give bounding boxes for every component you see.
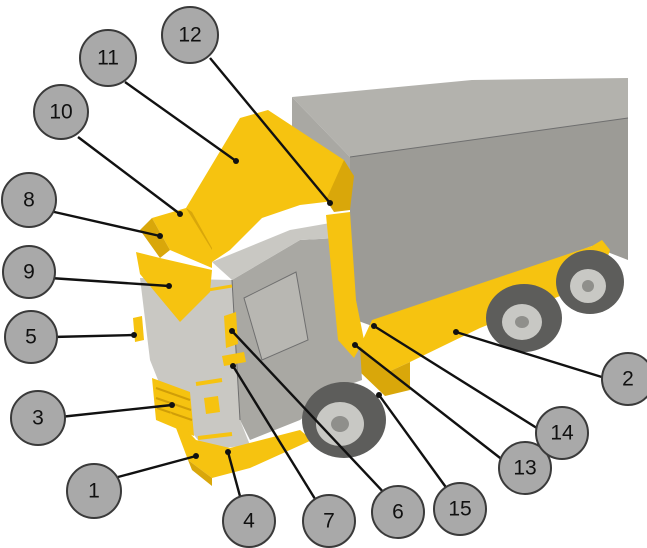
roof-side-deflector-12 xyxy=(326,160,354,212)
callout-5-label: 5 xyxy=(25,326,37,349)
callout-5: 5 xyxy=(4,310,58,364)
callout-11: 11 xyxy=(79,29,137,87)
callout-11-label: 11 xyxy=(97,47,119,70)
windshield xyxy=(212,222,338,280)
callout-7: 7 xyxy=(302,494,356,548)
cargo-box-side xyxy=(350,118,628,327)
front-bumper-1 xyxy=(170,412,312,486)
callout-12: 12 xyxy=(161,6,219,64)
callout-1-label: 1 xyxy=(88,480,100,503)
callout-2-label: 2 xyxy=(622,368,634,391)
callout-14: 14 xyxy=(535,406,589,460)
callout-7-label: 7 xyxy=(323,510,335,533)
callout-2: 2 xyxy=(601,352,647,406)
cab-front xyxy=(140,278,250,450)
door-window xyxy=(244,272,308,360)
callout-6: 6 xyxy=(371,485,425,539)
callout-1: 1 xyxy=(66,463,122,519)
leader-lines xyxy=(49,57,606,512)
callout-9: 9 xyxy=(2,245,56,299)
front-visor-9 xyxy=(136,252,212,322)
cargo-box-top xyxy=(292,78,628,157)
callout-10: 10 xyxy=(33,84,89,140)
callout-10-label: 10 xyxy=(49,101,72,124)
callout-15-label: 15 xyxy=(448,498,471,521)
callout-14-label: 14 xyxy=(550,422,574,445)
callout-3: 3 xyxy=(10,390,66,446)
rear-wheel-1 xyxy=(486,284,562,352)
cab-side-extender-13 xyxy=(326,212,364,358)
callout-9-label: 9 xyxy=(23,261,35,284)
callout-8-label: 8 xyxy=(23,189,35,212)
callout-4: 4 xyxy=(222,494,276,548)
callout-6-label: 6 xyxy=(392,501,404,524)
callout-3-label: 3 xyxy=(32,407,44,430)
sun-visor-10 xyxy=(152,208,212,268)
callout-13-label: 13 xyxy=(513,457,536,480)
front-wheel xyxy=(302,382,386,458)
callout-15: 15 xyxy=(433,482,487,536)
mirror-arm-7 xyxy=(222,352,246,366)
headlight-yellow-strip xyxy=(195,284,233,440)
callout-12-label: 12 xyxy=(178,24,201,47)
mirror-5 xyxy=(133,316,144,342)
visor-upper-8 xyxy=(140,218,170,258)
callout-4-label: 4 xyxy=(243,510,255,533)
cargo-box xyxy=(292,78,629,327)
callout-13: 13 xyxy=(498,441,552,495)
rear-wheel-2 xyxy=(556,250,624,314)
callout-8: 8 xyxy=(1,172,57,228)
